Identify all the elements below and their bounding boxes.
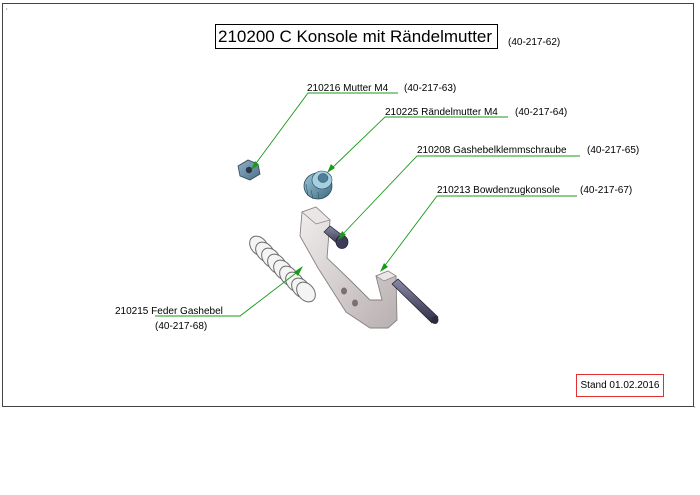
part-label-mutter: 210216 Mutter M4: [307, 83, 389, 94]
stand-date-box: Stand 01.02.2016: [576, 374, 664, 397]
spring-part: [249, 235, 316, 303]
drawing-title-ref: (40-217-62): [508, 37, 561, 48]
part-label-gashebelklemmschraube: 210208 Gashebelklemmschraube: [417, 145, 567, 156]
part-ref-gashebelklemmschraube: (40-217-65): [587, 145, 640, 156]
part-label-bowdenzugkonsole: 210213 Bowdenzugkonsole: [437, 185, 560, 196]
leader-arrowheads: [251, 161, 388, 276]
threaded-rod-part: [391, 278, 439, 324]
part-label-feder: 210215 Feder Gashebel: [115, 306, 223, 317]
leader-lines: [155, 92, 580, 317]
drawing-title: 210200 C Konsole mit Rändelmutter: [215, 24, 498, 49]
corner-mark: •: [694, 404, 696, 409]
drawing-frame: [2, 3, 694, 407]
part-ref-mutter: (40-217-63): [404, 83, 457, 94]
part-ref-bowdenzugkonsole: (40-217-67): [580, 185, 633, 196]
part-ref-raendelmutter: (40-217-64): [515, 107, 568, 118]
part-ref-feder: (40-217-68): [155, 321, 208, 332]
knurled-nut-part: [303, 170, 333, 200]
corner-mark: •: [6, 6, 8, 11]
part-label-raendelmutter: 210225 Rändelmutter M4: [385, 107, 498, 118]
bracket-part: [299, 206, 398, 329]
